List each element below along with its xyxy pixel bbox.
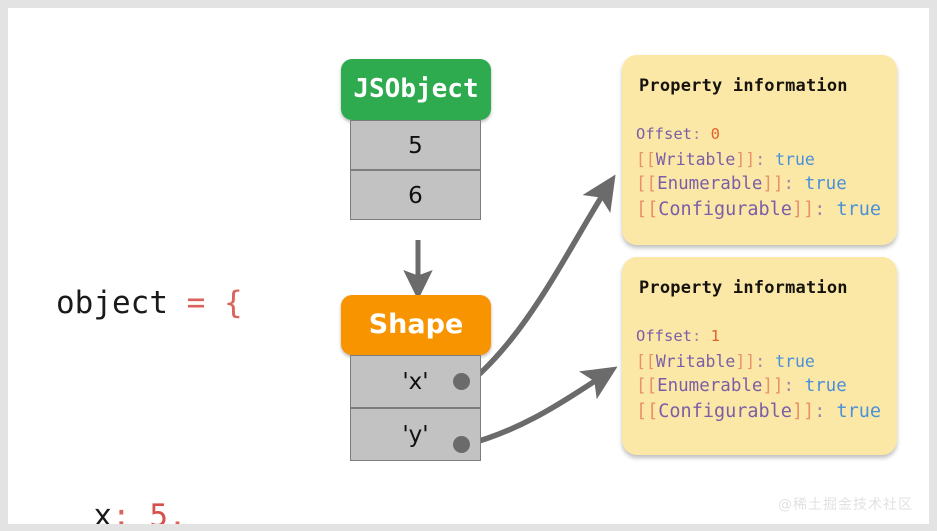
code-token: : [755, 150, 776, 169]
code-token: : [112, 498, 150, 524]
shape-slot-x-pointer-dot [453, 373, 470, 390]
property-panel-1: Property information Offset: 1[[Writable… [622, 257, 897, 455]
code-token: : [755, 352, 776, 371]
code-token: Configurable [658, 401, 792, 422]
shape-header: Shape [341, 295, 491, 355]
code-token: ]] [791, 199, 815, 220]
code-token: true [804, 376, 847, 396]
code-token: true [836, 401, 882, 422]
property-line: [[Writable]]: true [636, 147, 881, 172]
property-line: [[Writable]]: true [636, 349, 881, 374]
property-line: Offset: 0 [636, 122, 881, 147]
code-token: , [168, 498, 187, 524]
property-panel-0-title: Property information [639, 76, 848, 96]
code-token: Configurable [658, 199, 792, 220]
code-token: : [783, 174, 805, 194]
watermark: @稀土掘金技术社区 [778, 497, 913, 513]
property-panel-0: Property information Offset: 0[[Writable… [622, 55, 897, 245]
arrow-x-to-panel-1 [460, 174, 616, 392]
code-token: true [836, 199, 882, 220]
code-token: : [783, 376, 805, 396]
code-snippet: object = { x: 5, y: 6, }; [56, 126, 243, 524]
code-token: : [814, 401, 837, 422]
jsobject-slot-1: 6 [350, 170, 481, 220]
code-token: true [775, 352, 815, 371]
shape-slot-y-value: 'y' [402, 422, 429, 448]
code-token: [[ [636, 401, 659, 422]
code-line: object = { [56, 268, 243, 339]
jsobject-slot-0-value: 5 [408, 133, 423, 159]
code-token: ]] [762, 174, 784, 194]
code-token: [[ [636, 150, 656, 169]
code-token: = [186, 285, 224, 321]
code-token: Writable [655, 150, 736, 169]
code-token: ]] [735, 150, 756, 169]
property-panel-1-lines: Offset: 1[[Writable]]: true[[Enumerable]… [636, 324, 881, 425]
code-token: ]] [791, 401, 815, 422]
code-token: : [692, 327, 711, 345]
shape-slot-x-value: 'x' [402, 369, 429, 395]
code-line: x: 5, [56, 481, 243, 524]
property-line: Offset: 1 [636, 324, 881, 349]
code-token: true [775, 150, 815, 169]
property-panel-0-lines: Offset: 0[[Writable]]: true[[Enumerable]… [636, 122, 881, 223]
jsobject-slot-0: 5 [350, 120, 481, 170]
property-line: [[Configurable]]: true [636, 197, 881, 223]
code-token: ]] [762, 376, 784, 396]
code-token: object [56, 285, 187, 321]
property-line: [[Enumerable]]: true [636, 374, 881, 399]
code-token: Offset [636, 327, 692, 345]
code-token: [[ [636, 199, 659, 220]
jsobject-header: JSObject [341, 59, 491, 120]
code-token: 5 [149, 498, 168, 524]
code-token: { [223, 285, 243, 321]
property-line: [[Configurable]]: true [636, 399, 881, 425]
code-token: : [814, 199, 837, 220]
code-token: [[ [636, 376, 658, 396]
shape-slot-y: 'y' [350, 408, 481, 461]
code-token: : [692, 125, 711, 143]
code-token: Enumerable [657, 376, 763, 396]
code-token: x [56, 498, 112, 524]
arrow-y-to-panel-2 [465, 366, 618, 448]
code-token: 0 [710, 125, 721, 143]
code-token: ]] [735, 352, 756, 371]
code-token: Offset [636, 125, 692, 143]
property-line: [[Enumerable]]: true [636, 172, 881, 197]
code-token: 1 [710, 327, 721, 345]
code-token: [[ [636, 174, 658, 194]
property-panel-1-title: Property information [639, 278, 848, 298]
diagram-surface: object = { x: 5, y: 6, }; JSObject 5 6 S… [8, 8, 929, 524]
code-token: Enumerable [657, 174, 763, 194]
jsobject-slot-1-value: 6 [408, 183, 423, 209]
code-token: Writable [655, 352, 736, 371]
code-token: [[ [636, 352, 656, 371]
code-token: true [804, 174, 847, 194]
shape-slot-y-pointer-dot [453, 436, 470, 453]
